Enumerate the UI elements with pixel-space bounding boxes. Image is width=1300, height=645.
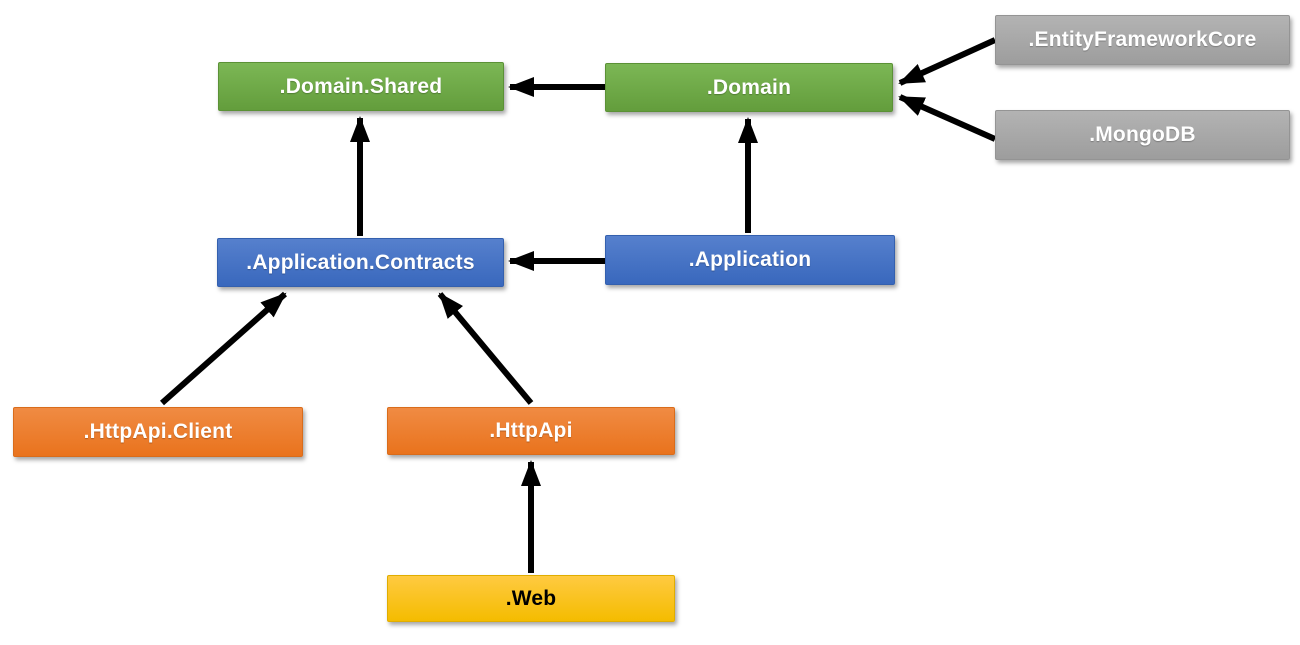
node-entity-framework-core: .EntityFrameworkCore xyxy=(995,15,1290,65)
node-mongodb: .MongoDB xyxy=(995,110,1290,160)
node-httpapi-client: .HttpApi.Client xyxy=(13,407,303,457)
node-httpapi: .HttpApi xyxy=(387,407,675,455)
edge-httpapi-client-to-application-contracts xyxy=(160,291,287,406)
node-application-contracts: .Application.Contracts xyxy=(217,238,504,287)
node-domain: .Domain xyxy=(605,63,893,112)
edge-httpapi-to-application-contracts xyxy=(437,292,534,405)
edge-mongodb-to-domain xyxy=(898,94,997,142)
edge-entityframeworkcore-to-domain xyxy=(898,37,997,86)
node-web: .Web xyxy=(387,575,675,622)
node-application: .Application xyxy=(605,235,895,285)
node-domain-shared: .Domain.Shared xyxy=(218,62,504,111)
